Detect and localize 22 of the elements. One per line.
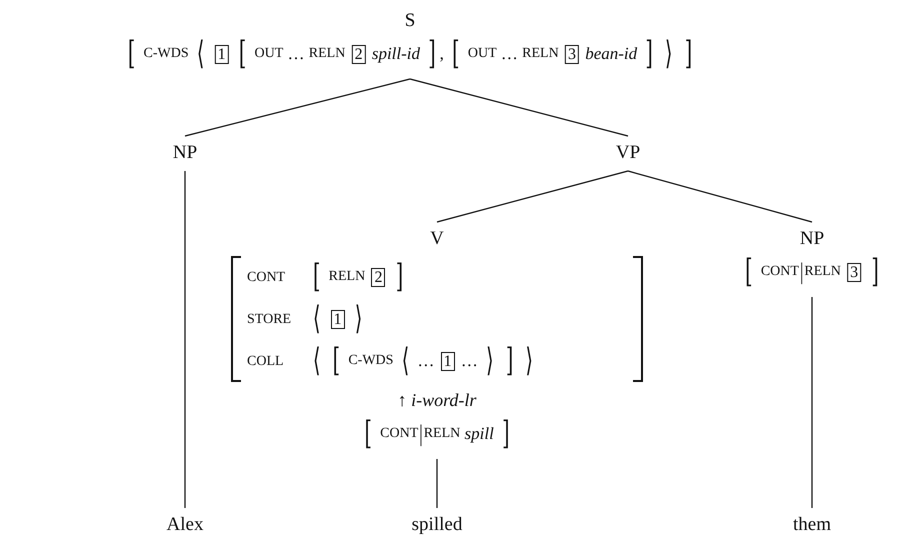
feature-structure: [ CONT|RELN spill ] <box>364 414 510 454</box>
word: NP <box>172 141 198 165</box>
tree-branch <box>184 78 410 137</box>
word: Alex <box>166 513 204 537</box>
feature-structure: [ C-WDS ⟨ 1 [ OUT … RELN 2 spill-id ], [ OUT … RELN 3 bean-id ] ⟩ ] <box>126 34 694 74</box>
word: VP <box>616 141 640 165</box>
feature-structure: STORE ⟨ 1 ⟩ <box>247 299 364 340</box>
category-label: V <box>430 227 444 251</box>
tree-branch <box>628 170 812 223</box>
lexical-rule-label: ↑ i-word-lr <box>398 389 476 412</box>
feature-structure: CONT [ RELN 2 ] <box>247 257 404 298</box>
word: them <box>793 513 831 537</box>
word: spilled <box>412 513 462 537</box>
tree-branch <box>436 170 628 223</box>
tree-branch <box>184 171 186 508</box>
feature-structure: [ CONT|RELN 3 ] <box>744 252 880 292</box>
category-label: S <box>404 9 416 33</box>
tree-branch <box>436 459 438 508</box>
category-label: NP <box>800 227 824 251</box>
tree-branch <box>410 78 628 137</box>
feature-structure: COLL ⟨ [ C-WDS ⟨ … 1 … ⟩ ] ⟩ <box>247 341 534 382</box>
tree-branch <box>811 297 813 508</box>
